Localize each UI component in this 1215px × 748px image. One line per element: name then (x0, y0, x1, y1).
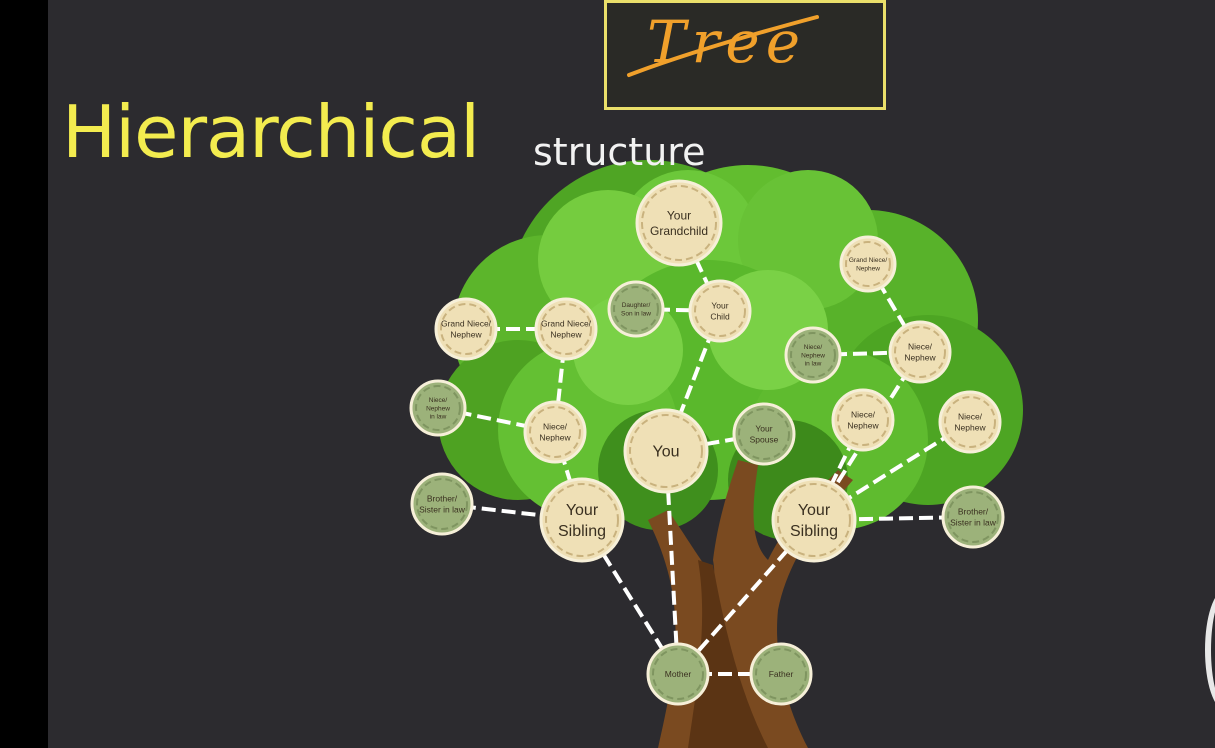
node-label: in law (805, 361, 822, 368)
node-brother-sister-right: Brother/Sister in law (941, 485, 1005, 549)
node-label: Father (769, 669, 794, 679)
title-structure: structure (533, 130, 706, 174)
node-label: Nephew (550, 330, 582, 340)
node-label: Your (755, 423, 772, 433)
node-label: Child (710, 312, 730, 322)
node-brother-sister-left: Brother/Sister in law (410, 472, 474, 536)
node-niece-right-mid: Niece/Nephew (831, 388, 895, 452)
node-daughter-son-in-law: Daughter/Son in law (607, 280, 665, 338)
edge-you-mother (664, 450, 680, 675)
node-label: Niece/ (958, 411, 983, 421)
node-label: Daughter/ (622, 302, 651, 309)
node-label: Sister in law (419, 505, 466, 515)
underline-stroke (627, 15, 819, 77)
node-label: in law (430, 414, 447, 421)
node-label: Your (711, 300, 728, 310)
node-label: Sibling (558, 523, 606, 540)
node-label: Spouse (750, 435, 779, 445)
node-label: Nephew (954, 423, 986, 433)
tree-handwritten-word: Tree (647, 8, 807, 76)
node-niece-far-right: Niece/Nephew (938, 390, 1002, 454)
node-label: Niece/ (804, 344, 823, 351)
node-label: Son in law (621, 311, 651, 318)
node-you: You (623, 408, 709, 494)
node-mother: Mother (646, 642, 710, 706)
node-label: Nephew (426, 405, 450, 412)
node-label: Grand Niece/ (541, 318, 592, 328)
node-label: Sibling (790, 523, 838, 540)
node-grand-niece-left-inner: Grand Niece/Nephew (534, 297, 598, 361)
node-label: Grandchild (650, 224, 708, 238)
node-label: Niece/ (429, 397, 448, 404)
node-niece-right-green: Niece/Nephew in law (784, 326, 842, 384)
tree-label-box: Tree (604, 0, 886, 110)
node-label: Nephew (847, 421, 879, 431)
node-niece-left-green: Niece/Nephew in law (409, 379, 467, 437)
node-label: Niece/ (908, 341, 933, 351)
node-label: Grand Niece/ (849, 257, 887, 264)
node-label: Nephew (856, 266, 880, 273)
edge-sibling-right-mother (676, 518, 816, 676)
node-label: Nephew (450, 330, 482, 340)
node-label: Your (566, 502, 599, 519)
node-label: Your (667, 208, 691, 222)
node-label: Brother/ (427, 493, 458, 503)
node-label: Mother (665, 669, 692, 679)
node-label: Brother/ (958, 506, 989, 516)
node-niece-left: Niece/Nephew (523, 400, 587, 464)
node-label: Sister in law (950, 518, 997, 528)
node-niece-right-upper: Niece/Nephew (888, 320, 952, 384)
node-label: Niece/ (851, 409, 876, 419)
node-grand-niece-top-right: Grand Niece/Nephew (839, 235, 897, 293)
node-label: Nephew (801, 352, 825, 359)
node-label: Nephew (904, 353, 936, 363)
node-label: Niece/ (543, 421, 568, 431)
edge-niece-left-sibling-left (553, 431, 584, 521)
node-father: Father (749, 642, 813, 706)
title-hierarchical: Hierarchical (62, 90, 480, 174)
node-label: Nephew (539, 433, 571, 443)
node-label: Your (798, 502, 831, 519)
node-label: You (653, 444, 680, 461)
node-label: Grand Niece/ (441, 318, 492, 328)
node-grand-niece-left-outer: Grand Niece/Nephew (434, 297, 498, 361)
